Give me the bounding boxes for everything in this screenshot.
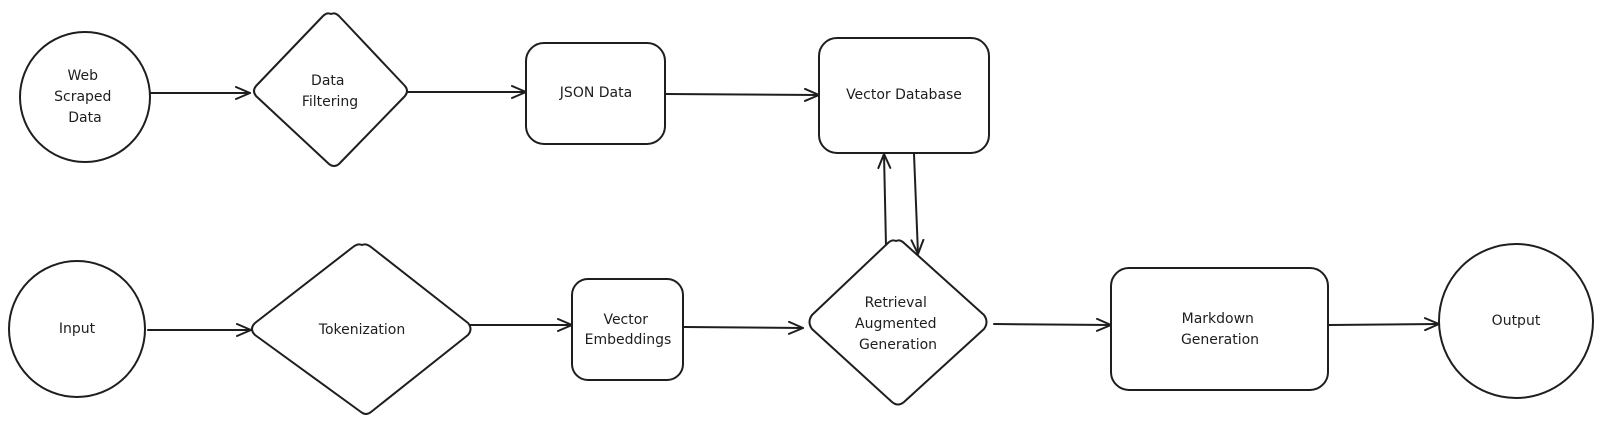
edges xyxy=(147,85,1440,337)
node-input: Input xyxy=(8,260,146,398)
rag-label: Retrieval Augmented Generation xyxy=(855,295,941,353)
vector-embeddings-label: Vector Embeddings xyxy=(585,312,672,348)
markdown-generation-box xyxy=(1110,267,1329,391)
json-data-box xyxy=(525,42,666,145)
web-scraped-data-label: Web Scraped Data xyxy=(54,68,116,126)
node-output: Output xyxy=(1438,243,1594,399)
rag-diamond xyxy=(808,239,988,406)
node-rag: Retrieval Augmented Generation xyxy=(808,239,988,406)
vector-database-label: Vector Database xyxy=(846,87,962,103)
output-label: Output xyxy=(1492,313,1541,329)
edge-json-to-vector-database xyxy=(665,87,820,102)
node-data-filtering: Data Filtering xyxy=(253,12,408,167)
vector-embeddings-box xyxy=(571,278,684,381)
node-vector-embeddings: Vector Embeddings xyxy=(571,278,684,381)
edge-markdown-generation-to-output xyxy=(1328,317,1440,332)
web-scraped-data-circle xyxy=(19,31,151,163)
vector-database-box xyxy=(818,37,990,154)
input-circle xyxy=(8,260,146,398)
edge-vector-embeddings-to-rag xyxy=(683,320,804,335)
node-vector-database: Vector Database xyxy=(818,37,990,154)
data-filtering-diamond xyxy=(253,12,408,167)
edge-rag-to-vector-database xyxy=(877,153,892,247)
data-filtering-label: Data Filtering xyxy=(302,73,358,110)
edge-vector-database-to-rag xyxy=(910,153,925,255)
node-json-data: JSON Data xyxy=(525,42,666,145)
json-data-label: JSON Data xyxy=(559,85,632,101)
markdown-generation-label: Markdown Generation xyxy=(1181,311,1259,348)
input-label: Input xyxy=(59,321,96,337)
node-markdown-generation: Markdown Generation xyxy=(1110,267,1329,391)
output-circle xyxy=(1438,243,1594,399)
tokenization-label: Tokenization xyxy=(318,322,405,338)
node-tokenization: Tokenization xyxy=(251,243,472,415)
edge-rag-to-markdown-generation xyxy=(993,317,1112,332)
node-web-scraped-data: Web Scraped Data xyxy=(19,31,151,163)
tokenization-diamond xyxy=(251,243,472,415)
